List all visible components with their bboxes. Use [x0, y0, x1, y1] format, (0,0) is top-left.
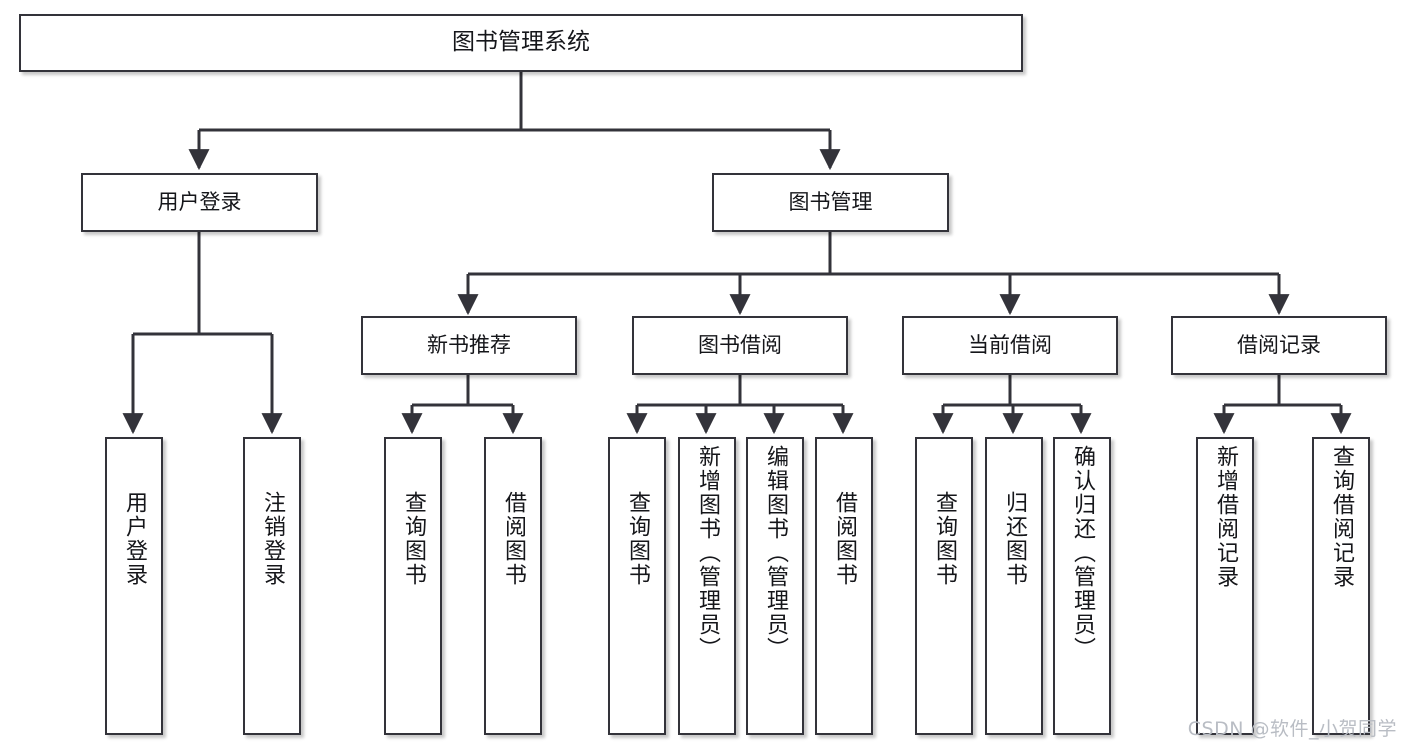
leaf-borrow-add-book-admin-label: 新增图书（管理员）: [694, 445, 720, 661]
leaf-current-return-book-label: 归还图书: [1001, 491, 1027, 587]
leaf-borrow-add-book-admin[interactable]: 新增图书（管理员）: [678, 437, 736, 735]
leaf-current-return-book[interactable]: 归还图书: [985, 437, 1043, 735]
leaf-user-logout[interactable]: 注销登录: [243, 437, 301, 735]
node-new-book-recommend[interactable]: 新书推荐: [361, 316, 577, 375]
leaf-current-confirm-return-admin[interactable]: 确认归还（管理员）: [1053, 437, 1111, 735]
node-user-login[interactable]: 用户登录: [81, 173, 318, 232]
leaf-user-login-label: 用户登录: [121, 491, 147, 587]
node-borrow-records-label: 借阅记录: [1237, 333, 1321, 358]
leaf-recommend-query-book[interactable]: 查询图书: [384, 437, 442, 735]
leaf-user-login[interactable]: 用户登录: [105, 437, 163, 735]
leaf-borrow-borrow-book-label: 借阅图书: [831, 491, 857, 587]
leaf-current-query-book[interactable]: 查询图书: [915, 437, 973, 735]
leaf-current-query-book-label: 查询图书: [931, 491, 957, 587]
node-root[interactable]: 图书管理系统: [19, 14, 1023, 72]
leaf-records-add-record[interactable]: 新增借阅记录: [1196, 437, 1254, 735]
leaf-recommend-borrow-book-label: 借阅图书: [500, 491, 526, 587]
leaf-borrow-query-book[interactable]: 查询图书: [608, 437, 666, 735]
leaf-current-confirm-return-admin-label: 确认归还（管理员）: [1069, 445, 1095, 661]
leaf-recommend-query-book-label: 查询图书: [400, 491, 426, 587]
csdn-watermark: CSDN @软件_小贺同学: [1187, 718, 1397, 740]
leaf-borrow-edit-book-admin-label: 编辑图书（管理员）: [762, 445, 788, 661]
leaf-records-query-record[interactable]: 查询借阅记录: [1312, 437, 1370, 735]
node-book-borrow-label: 图书借阅: [698, 333, 782, 358]
leaf-user-logout-label: 注销登录: [259, 491, 285, 587]
leaf-borrow-edit-book-admin[interactable]: 编辑图书（管理员）: [746, 437, 804, 735]
node-borrow-records[interactable]: 借阅记录: [1171, 316, 1387, 375]
node-book-management[interactable]: 图书管理: [712, 173, 949, 232]
node-new-book-recommend-label: 新书推荐: [427, 333, 511, 358]
leaf-borrow-borrow-book[interactable]: 借阅图书: [815, 437, 873, 735]
node-book-management-label: 图书管理: [788, 190, 873, 215]
node-current-borrow[interactable]: 当前借阅: [902, 316, 1118, 375]
leaf-borrow-query-book-label: 查询图书: [624, 491, 650, 587]
node-user-login-label: 用户登录: [157, 190, 242, 215]
leaf-recommend-borrow-book[interactable]: 借阅图书: [484, 437, 542, 735]
leaf-records-add-record-label: 新增借阅记录: [1212, 445, 1238, 589]
node-book-borrow[interactable]: 图书借阅: [632, 316, 848, 375]
leaf-records-query-record-label: 查询借阅记录: [1328, 445, 1354, 589]
node-current-borrow-label: 当前借阅: [968, 333, 1052, 358]
node-root-label: 图书管理系统: [452, 29, 590, 56]
